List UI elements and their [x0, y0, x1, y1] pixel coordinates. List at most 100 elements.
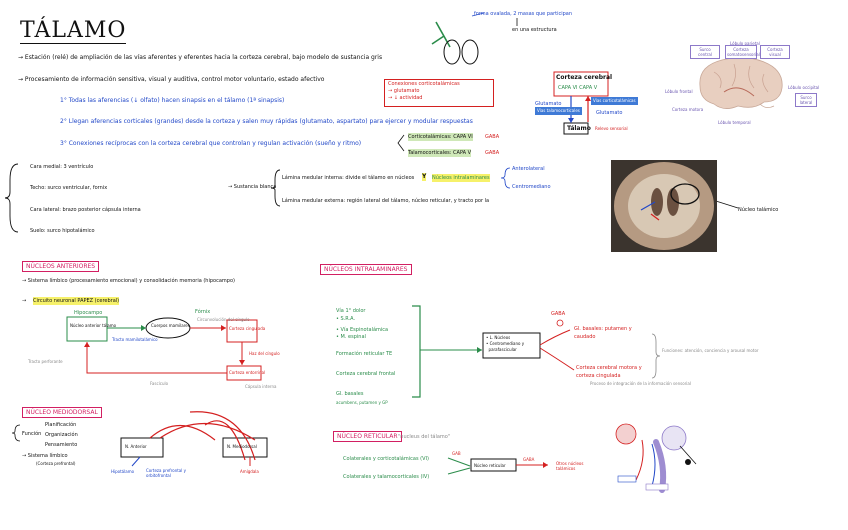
intralaminar-box: • L. Núcleos • Centromediano y parafasci… — [486, 335, 525, 352]
medial-sistema-2: (Corteza prefrontal) — [36, 461, 76, 466]
papez-cuerpos: Cuerpos mamilares — [151, 323, 190, 328]
intralaminar-corteza: Corteza cerebral motora y corteza cingul… — [576, 365, 642, 379]
cortex-thalamus-note: Relevo sensorial — [595, 126, 628, 131]
intralaminar-line-1: Vía 1° dolor — [336, 308, 366, 314]
brain-label-right-box: Surco lateral — [795, 93, 817, 107]
capa-v-note: Talamocorticales: CAPA V — [408, 149, 472, 157]
corticothalamic-note-title: Conexiones corticotalámicas — [388, 81, 460, 87]
thalamus-schematic — [606, 420, 716, 500]
top-diagram-sub: en una estructura — [512, 27, 557, 33]
intro-line-2: → Procesamiento de información sensitiva… — [18, 76, 325, 83]
intro-line-1: → Estación (relé) de ampliación de las v… — [18, 54, 383, 61]
papez-note-4: Haz del cíngulo — [249, 351, 280, 356]
cortex-thalamus-label: Tálamo — [567, 125, 591, 132]
cortex-right-label: Glutamato — [596, 110, 623, 116]
brain-section-photo — [611, 160, 717, 252]
capa-vi-note: Corticotalámicas: CAPA VI — [408, 133, 473, 141]
cortex-tag-blue-1: Vías talamocorticales — [535, 107, 582, 115]
papez-note-2: Circunvolución del cíngulo — [197, 317, 250, 322]
anatomy-centromedian: Centromediano — [512, 184, 551, 190]
brain-section-drawing — [611, 160, 717, 252]
intralaminar-line-7: Gl. basales — [336, 391, 364, 397]
reticular-box: Núcleo reticular — [474, 463, 506, 468]
top-diagram-label: forma ovalada, 2 masas que participan — [474, 11, 573, 17]
medial-b1: Hipotálamo — [111, 469, 135, 474]
intralaminar-tag: NÚCLEOS INTRALAMINARES — [320, 264, 412, 275]
medial-b2: Corteza prefrontal y orbitofrontal — [146, 468, 187, 478]
intralaminar-right-note-2: Proceso de integración de la información… — [590, 381, 691, 386]
brain-label-box-3: Corteza visual — [760, 45, 790, 59]
medial-box-1: N. Anterior — [125, 444, 147, 449]
anterior-line-2-arrow: → — [22, 298, 27, 304]
anatomy-line-3: Cara lateral: brazo posterior cápsula in… — [30, 207, 141, 213]
anatomy-lower: Lámina medular externa: región lateral d… — [282, 198, 490, 204]
intralaminar-line-5: Formación reticular TE — [336, 351, 393, 357]
intralaminar-line-3: • Vía Espinotalámica — [336, 327, 389, 333]
papez-cingulo: Corteza cingulada — [229, 326, 266, 331]
papez-note-6: Cápsula interna — [245, 384, 277, 389]
medial-b3: Amígdala — [240, 469, 259, 474]
medial-f3: Pensamiento — [45, 442, 78, 448]
medial-f1: Planificación — [45, 422, 77, 428]
brain-label-top: Lóbulo parietal — [730, 41, 760, 46]
cortex-tag-blue-2: Vías corticotalámicas — [591, 97, 638, 105]
reticular-line-1: Colaterales y corticotalámicas (VI) — [343, 456, 429, 462]
brain-label-right: Lóbulo occipital — [788, 85, 820, 90]
thalamus-schematic-drawing — [615, 423, 697, 493]
reticular-tag: NÚCLEO RETICULAR — [333, 431, 402, 442]
medial-tag: NÚCLEO MEDIODORSAL — [22, 407, 102, 418]
brain-label-left: Lóbulo frontal — [665, 89, 693, 94]
page-title: TÁLAMO — [20, 18, 127, 44]
reticular-quote: "nucleus del tálamo" — [398, 434, 451, 440]
anatomy-y-mark: Y — [422, 173, 427, 181]
anatomy-upper: Lámina medular interna: divide el tálamo… — [282, 175, 415, 181]
intralaminar-line-6: Corteza cerebral frontal — [336, 371, 396, 377]
intralaminar-line-4: • M. espinal — [336, 334, 366, 340]
photo-label: Núcleo talámico — [738, 207, 779, 213]
anatomy-line-1: Cara medial: 3 ventrículo — [30, 164, 94, 170]
cortex-left-label: Glutamato — [535, 101, 562, 107]
brain-label-box-1: Surco central — [690, 45, 720, 59]
reticular-gaba-small: GAB — [452, 451, 461, 456]
papez-note-3: Tracto perforante — [28, 359, 63, 364]
reticular-out: GABA — [523, 457, 535, 462]
medial-funcion: Función — [22, 431, 42, 437]
anatomy-line-2: Techo: surco ventricular, fornix — [30, 185, 108, 191]
corticothalamic-note-line: → ↓ actividad — [388, 95, 423, 101]
medial-sistema: → Sistema límbico — [22, 453, 68, 459]
brain-label-box-2: Corteza somatosensorial — [725, 45, 760, 59]
reticular-line-2: Colaterales y talamocorticales (IV) — [343, 474, 430, 480]
anterior-papez: Circuito neuronal PAPEZ (cerebral) — [33, 297, 120, 305]
reticular-out-2: Otros núcleos talámicos — [556, 461, 584, 471]
intralaminar-via: GABA — [551, 311, 566, 317]
medial-f2: Organización — [45, 432, 78, 438]
brain-lateral-image — [694, 52, 786, 116]
corticothalamic-note: Conexiones corticotalámicas → glutamato … — [384, 79, 494, 107]
anterior-tag: NÚCLEOS ANTERIORES — [22, 261, 100, 272]
intro-bullet-3: 3° Conexiones recíprocas con la corteza … — [60, 140, 362, 147]
anterior-line-1: → Sistema límbico (procesamiento emocion… — [22, 278, 235, 284]
intro-bullet-2: 2° Llegan aferencias corticales (grandes… — [60, 118, 473, 125]
capa-v-tag: GABA — [485, 150, 500, 156]
papez-hipocampo-label: Hipocampo — [74, 310, 103, 316]
anatomy-line-4: Suelo: surco hipotalámico — [30, 228, 95, 234]
brain-label-bottom-left: Corteza motora — [672, 107, 704, 112]
intralaminar-line-2: • S.R.A. — [336, 316, 356, 322]
papez-note-1: Tracto mamilotalámico — [112, 337, 158, 342]
intralaminar-right-note: Funciones: atención, conciencia y arousa… — [662, 348, 759, 353]
anatomy-anterolateral: Anterolateral — [512, 166, 545, 172]
medial-box-2: N. Mediodorsal — [227, 444, 257, 449]
papez-nucleo: Núcleo anterior tálamo — [70, 323, 117, 328]
anatomy-intralaminar: Núcleos intralaminares — [432, 174, 490, 182]
brain-label-bottom: Lóbulo temporal — [718, 120, 751, 125]
intralaminar-gb: Gl. basales: putamen y caudado — [574, 326, 632, 340]
papez-note-5: Fascículo — [150, 381, 169, 386]
papez-entorrinal: Corteza entorrinal — [229, 370, 266, 375]
papez-fornix-label: Fórnix — [195, 309, 211, 315]
intralaminar-line-8: acumbens, putamen y GP — [336, 400, 388, 405]
brain-drawing — [699, 57, 783, 109]
intro-bullet-1: 1° Todas las aferencias (↓ olfato) hacen… — [60, 97, 285, 104]
capa-vi-tag: GABA — [485, 134, 500, 140]
cortex-layers: CAPA VI CAPA V — [558, 85, 598, 91]
